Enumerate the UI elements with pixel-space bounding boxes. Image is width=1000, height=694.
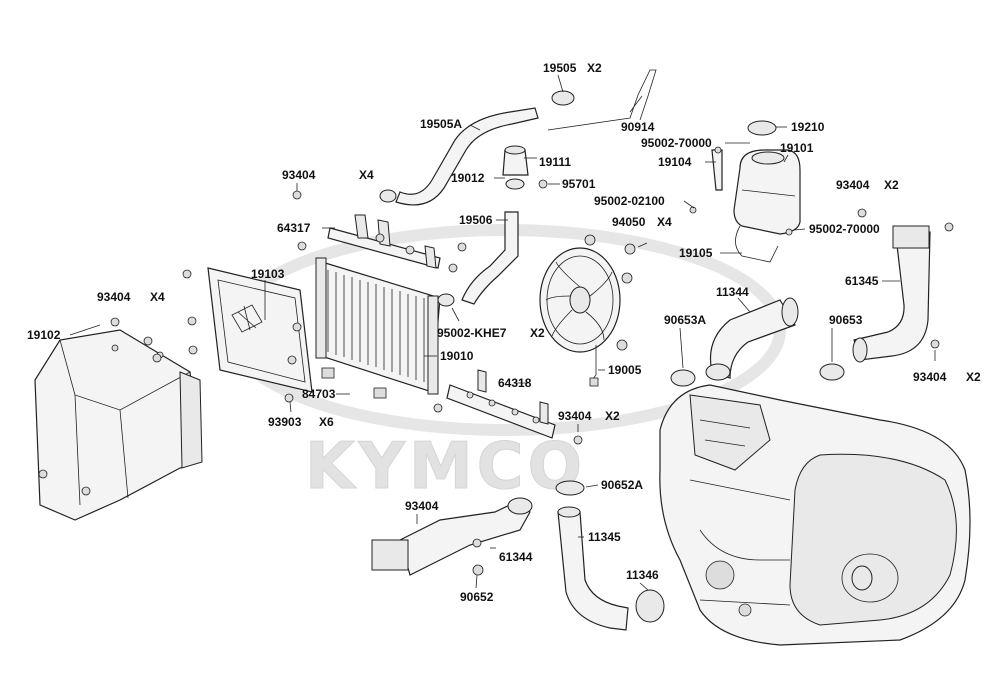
label-90652: 90652 xyxy=(460,590,494,604)
upper-bracket xyxy=(327,214,441,269)
label-93404-b: 93404 xyxy=(836,178,870,192)
label-19104: 19104 xyxy=(658,155,692,169)
label-93404-d-qty: X2 xyxy=(966,370,981,384)
label-61345: 61345 xyxy=(845,274,879,288)
label-94050-qty: X4 xyxy=(657,215,672,229)
air-duct-lower xyxy=(371,497,533,576)
cooling-fan xyxy=(539,247,621,387)
radiator xyxy=(315,257,441,395)
radiator-shroud xyxy=(34,329,203,521)
label-93404-c: 93404 xyxy=(97,290,131,304)
label-11345: 11345 xyxy=(588,530,621,544)
lower-bracket xyxy=(446,369,556,439)
label-19505-qty: X2 xyxy=(587,61,602,75)
kymco-watermark: KYMCO xyxy=(305,430,586,504)
label-95002-70000-a: 95002-70000 xyxy=(641,136,712,150)
lower-hose xyxy=(461,211,519,305)
label-11346: 11346 xyxy=(626,568,659,582)
label-19005: 19005 xyxy=(608,363,642,377)
label-64317: 64317 xyxy=(277,221,311,235)
reservoir-hose xyxy=(735,225,779,263)
label-93404-b-qty: X2 xyxy=(884,178,899,192)
label-95002-02100: 95002-02100 xyxy=(594,194,665,208)
upper-hose xyxy=(395,107,539,206)
intake-pipe-upper xyxy=(705,297,799,381)
label-93404-e-qty: X2 xyxy=(605,409,620,423)
label-93404-d: 93404 xyxy=(913,370,947,384)
label-94050: 94050 xyxy=(612,215,646,229)
label-19505A: 19505A xyxy=(420,117,462,131)
label-19102: 19102 xyxy=(27,328,61,342)
clamp-90653 xyxy=(819,363,845,381)
label-19505: 19505 xyxy=(543,61,577,75)
part-labels: 19505 X2 90914 19505A 19210 95002-70000 … xyxy=(27,61,981,604)
clamp-95002-khe7 xyxy=(437,293,455,307)
vent-pipe xyxy=(547,69,657,131)
radiator-gasket xyxy=(207,267,313,393)
label-93404-c-qty: X4 xyxy=(150,290,165,304)
label-19012: 19012 xyxy=(451,171,485,185)
label-19111: 19111 xyxy=(539,155,571,169)
label-90652A: 90652A xyxy=(601,478,643,492)
intake-pipe-lower xyxy=(557,511,629,631)
label-19105: 19105 xyxy=(679,246,713,260)
air-duct-right xyxy=(852,225,931,363)
overflow-hose xyxy=(711,149,723,191)
label-93404-a: 93404 xyxy=(282,168,316,182)
label-93903-qty: X6 xyxy=(319,415,334,429)
label-93404-f: 93404 xyxy=(405,499,439,513)
label-95701: 95701 xyxy=(562,177,596,191)
reservoir-cap xyxy=(747,120,777,136)
label-90914: 90914 xyxy=(621,120,655,134)
coolant-reservoir xyxy=(733,149,801,235)
label-19506: 19506 xyxy=(459,213,493,227)
label-90653: 90653 xyxy=(829,313,863,327)
leader-lines xyxy=(69,74,936,591)
label-93404-e: 93404 xyxy=(558,409,592,423)
fasteners xyxy=(38,146,954,576)
clamp-90652A xyxy=(555,480,585,496)
label-90653A: 90653A xyxy=(664,313,706,327)
label-61344: 61344 xyxy=(499,550,533,564)
clamp-90653A xyxy=(670,369,696,387)
label-64318: 64318 xyxy=(498,376,532,390)
label-93404-a-qty: X4 xyxy=(359,168,374,182)
clamp-19505-b xyxy=(379,189,397,203)
thermostat xyxy=(502,145,529,190)
clamp-19505 xyxy=(551,90,575,106)
engine xyxy=(659,384,971,646)
label-95002-70000-b: 95002-70000 xyxy=(809,222,880,236)
label-11344: 11344 xyxy=(716,285,749,299)
label-19210: 19210 xyxy=(791,120,825,134)
label-19010: 19010 xyxy=(440,349,474,363)
label-84703: 84703 xyxy=(302,387,336,401)
label-95002-khe7: 95002-KHE7 xyxy=(437,326,507,340)
label-19103: 19103 xyxy=(251,267,285,281)
label-93903: 93903 xyxy=(268,415,302,429)
label-19101: 19101 xyxy=(780,141,814,155)
label-95002-khe7-qty: X2 xyxy=(530,326,545,340)
ring-11346 xyxy=(635,589,665,623)
